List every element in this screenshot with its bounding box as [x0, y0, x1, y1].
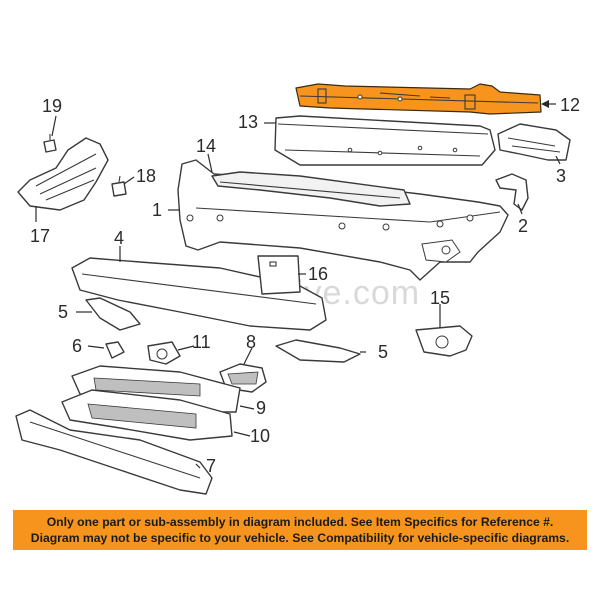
part-10-grille-frame[interactable]	[61, 389, 233, 441]
part-14-energy-absorber[interactable]	[211, 171, 411, 207]
callout-13: 13	[238, 112, 258, 132]
callout-5-right: 5	[378, 342, 388, 362]
callout-labels: 12 13 14 1 4 16 3 2 19 17 18 5 15 6 11 5…	[30, 95, 580, 476]
part-17-splash-shield[interactable]	[17, 137, 109, 211]
callout-11: 11	[192, 332, 211, 352]
callout-3: 3	[556, 166, 566, 186]
callout-17: 17	[30, 226, 50, 246]
callout-12: 12	[560, 95, 580, 115]
part-19-bolt[interactable]	[43, 134, 57, 153]
callout-5-left: 5	[58, 302, 68, 322]
notice-line-1: Only one part or sub-assembly in diagram…	[46, 515, 554, 529]
callout-16: 16	[308, 264, 328, 284]
part-12-bumper-reinforcement[interactable]	[295, 83, 542, 115]
callout-9: 9	[256, 398, 266, 418]
callout-8: 8	[246, 332, 256, 352]
part-6-cap[interactable]	[105, 341, 125, 359]
callout-18: 18	[136, 166, 156, 186]
part-3-side-bracket[interactable]	[497, 123, 571, 161]
leader-lines	[35, 100, 561, 469]
notice-banner: Only one part or sub-assembly in diagram…	[13, 510, 587, 550]
part-2-bracket[interactable]	[495, 173, 529, 211]
part-7-skid-plate[interactable]	[15, 409, 213, 495]
callout-14: 14	[196, 136, 216, 156]
part-18-bolt[interactable]	[111, 175, 127, 197]
part-13-upper-absorber[interactable]	[274, 115, 496, 166]
part-15-fog-bezel[interactable]	[415, 325, 473, 357]
callout-2: 2	[518, 216, 528, 236]
notice-line-2: Diagram may not be specific to your vehi…	[30, 531, 570, 545]
part-5-bezel-left[interactable]	[85, 297, 141, 331]
part-16-license-bracket[interactable]	[257, 255, 301, 295]
callout-7: 7	[206, 456, 216, 476]
callout-15: 15	[430, 288, 450, 308]
callout-10: 10	[250, 426, 270, 446]
part-4-lower-valance[interactable]	[71, 257, 327, 331]
callout-4: 4	[114, 228, 124, 248]
part-11-fog-bezel[interactable]	[147, 341, 181, 365]
part-5-bezel-right[interactable]	[275, 339, 361, 363]
callout-6: 6	[72, 336, 82, 356]
callout-19: 19	[42, 96, 62, 116]
callout-1: 1	[152, 200, 162, 220]
